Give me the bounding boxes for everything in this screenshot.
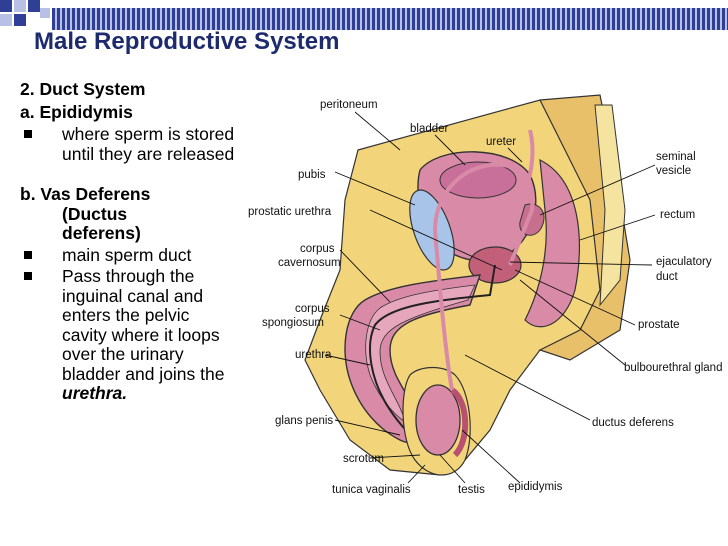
label-corpus-cavernosum: cavernosum <box>278 257 341 269</box>
label-seminal-vesicle: seminal <box>656 151 696 163</box>
leader-lines <box>324 111 656 484</box>
testis-organ <box>415 384 461 456</box>
section-heading: 2. Duct System <box>20 79 146 99</box>
deco-square <box>28 0 40 12</box>
label-pubis: pubis <box>298 169 326 181</box>
bullet-text: main sperm duct <box>62 244 192 265</box>
bullet-square-icon <box>24 130 32 138</box>
label-testis: testis <box>458 484 485 496</box>
deco-square <box>14 0 26 12</box>
label-prostate: prostate <box>638 319 680 331</box>
label-urethra: urethra <box>295 349 332 361</box>
label-epididymis: epididymis <box>508 481 563 493</box>
diagram-labels: peritoneum bladder ureter seminal vesicl… <box>248 99 722 496</box>
section-b-subheading: (Ductus deferens) <box>62 203 141 243</box>
bladder-lumen <box>439 161 517 199</box>
label-ejaculatory-duct: ejaculatory <box>656 256 712 268</box>
bullet-text: where sperm is stored until they are rel… <box>62 124 235 164</box>
deco-square <box>0 14 12 26</box>
label-seminal-vesicle: vesicle <box>656 165 691 177</box>
rectum-organ <box>524 158 580 328</box>
section-b-heading: b. Vas Deferens <box>20 184 151 204</box>
label-tunica-vaginalis: tunica vaginalis <box>332 484 411 496</box>
sacrum <box>594 104 626 307</box>
label-peritoneum: peritoneum <box>320 99 378 111</box>
label-rectum: rectum <box>660 209 695 221</box>
anatomy-diagram: peritoneum bladder ureter seminal vesicl… <box>248 94 722 496</box>
label-ductus-deferens: ductus deferens <box>592 417 674 429</box>
label-bladder: bladder <box>410 123 449 135</box>
bullet-item: where sperm is stored until they are rel… <box>20 124 235 164</box>
anatomy-illustration <box>304 94 631 476</box>
corpus-cavernosum-organ <box>365 284 476 423</box>
label-bulbourethral-gland: bulbourethral gland <box>624 362 722 374</box>
bullet-square-icon <box>24 250 32 259</box>
bullet-emphasis: urethra. <box>62 383 128 403</box>
bullet-item: Pass through the inguinal canal and ente… <box>20 266 235 404</box>
label-ureter: ureter <box>486 136 516 148</box>
slide-header-bar <box>0 0 728 34</box>
deco-square <box>0 0 12 12</box>
bullet-square-icon <box>24 272 32 280</box>
section-a-heading: a. Epididymis <box>20 101 133 122</box>
label-corpus-cavernosum: corpus <box>300 243 335 255</box>
label-corpus-spongiosum: spongiosum <box>262 317 324 329</box>
deco-square <box>14 14 26 26</box>
label-corpus-spongiosum: corpus <box>295 303 330 315</box>
label-prostatic-urethra: prostatic urethra <box>248 206 332 218</box>
bullet-item: main sperm duct <box>20 244 235 266</box>
slide-title: Male Reproductive System <box>34 28 340 55</box>
label-glans-penis: glans penis <box>275 415 333 427</box>
deco-square <box>40 8 50 18</box>
epididymis-organ <box>450 387 469 458</box>
header-stripes <box>52 8 728 30</box>
label-ejaculatory-duct: duct <box>656 271 679 283</box>
pubis-bone <box>409 189 455 271</box>
label-scrotum: scrotum <box>343 453 384 465</box>
slide-body-text: 2. Duct System a. Epididymis where sperm… <box>20 79 235 404</box>
bullet-text: Pass through the inguinal canal and ente… <box>62 266 225 384</box>
ureter-line <box>524 129 535 191</box>
ductus-deferens-line <box>432 162 535 391</box>
